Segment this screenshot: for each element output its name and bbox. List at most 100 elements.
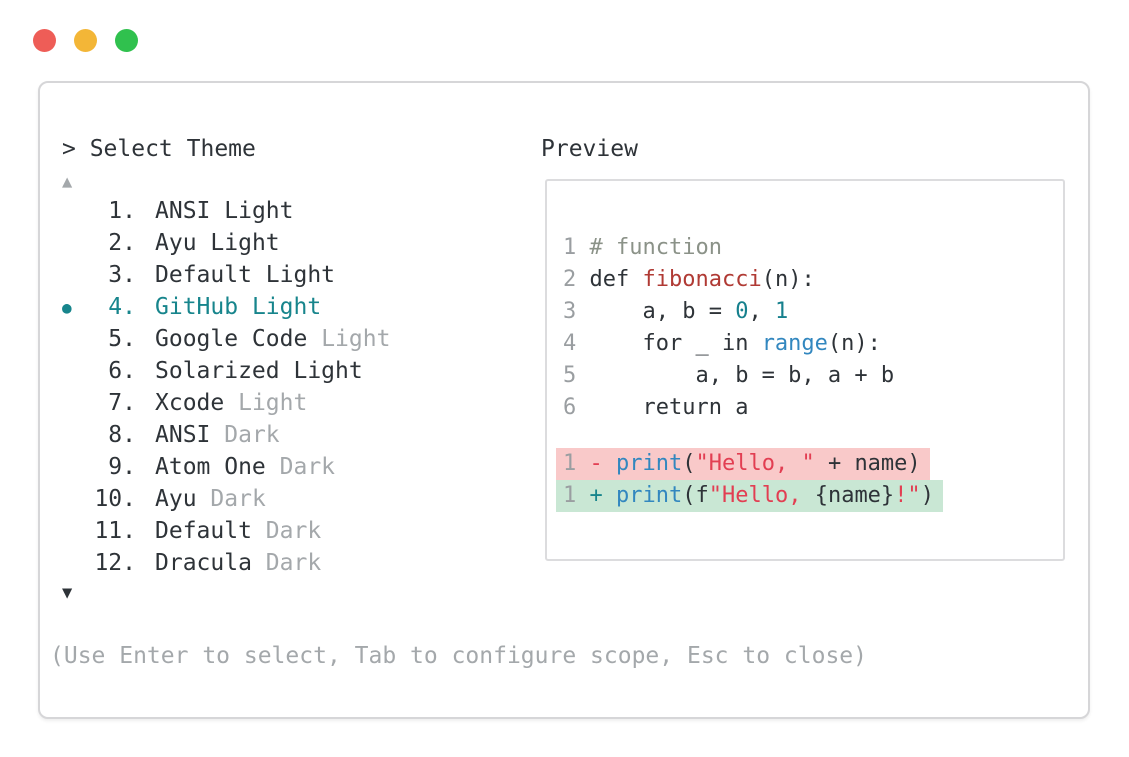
code-token: + name) — [814, 451, 921, 476]
code-token: def — [589, 267, 643, 292]
theme-picker-panel: > Select Theme ▲ 1. ANSI Light 2. Ayu Light… — [38, 81, 1090, 719]
code-token: return a — [589, 395, 749, 420]
code-line: 4 for _ in range(n): — [563, 328, 1063, 360]
minimize-window-button[interactable] — [74, 29, 97, 52]
theme-number: 11. — [94, 518, 136, 544]
theme-name: ANSI — [155, 198, 211, 224]
theme-number: 1. — [108, 198, 136, 224]
theme-label: ANSI Light — [155, 198, 294, 224]
theme-name: GitHub — [155, 294, 239, 320]
theme-label: Dracula Dark — [155, 550, 321, 576]
line-number: 6 — [563, 395, 577, 420]
theme-variant: Dark — [265, 550, 322, 576]
theme-name: Default — [155, 262, 252, 288]
theme-number: 10. — [94, 486, 136, 512]
theme-label: Default Light — [155, 262, 335, 288]
theme-variant: Light — [238, 390, 308, 416]
theme-option-solarized-light[interactable]: 6. Solarized Light — [62, 355, 390, 387]
theme-label: GitHub Light — [155, 294, 321, 320]
code-token: ) — [920, 483, 934, 508]
line-number: 1 — [563, 235, 577, 260]
theme-number: 4. — [108, 294, 136, 320]
code-token: print — [616, 483, 683, 508]
code-line: 3 a, b = 0, 1 — [563, 296, 1063, 328]
code-line: 5 a, b = b, a + b — [563, 360, 1063, 392]
zoom-window-button[interactable] — [115, 29, 138, 52]
theme-option-github-light[interactable]: ● 4. GitHub Light — [62, 291, 390, 323]
theme-variant: Light — [224, 198, 294, 224]
theme-option-dracula-dark[interactable]: 12. Dracula Dark — [62, 547, 390, 579]
code-token: , — [748, 299, 775, 324]
theme-label: ANSI Dark — [155, 422, 280, 448]
code-line: 6 return a — [563, 392, 1063, 424]
theme-label: Google Code Light — [155, 326, 390, 352]
theme-variant: Light — [251, 294, 322, 320]
theme-list: 1. ANSI Light 2. Ayu Light 3. Default Light ● 4… — [62, 195, 390, 579]
code-token: # function — [589, 235, 722, 260]
theme-option-atom-one-dark[interactable]: 9.Atom One Dark — [62, 451, 390, 483]
code-token: ( — [682, 451, 696, 476]
theme-option-ayu-dark[interactable]: 10. Ayu Dark — [62, 483, 390, 515]
theme-name: Ayu — [155, 486, 197, 512]
theme-option-xcode-light[interactable]: 7.Xcode Light — [62, 387, 390, 419]
code-token: (n): — [827, 331, 881, 356]
window-controls — [33, 29, 138, 52]
close-window-button[interactable] — [33, 29, 56, 52]
diff-highlight: 1 - print("Hello, " + name) — [556, 448, 930, 480]
scroll-down-indicator-icon[interactable]: ▼ — [62, 583, 73, 603]
code-token: 1 — [774, 299, 789, 324]
code-token: (n): — [761, 267, 815, 292]
line-number: 2 — [563, 267, 577, 292]
theme-option-default-dark[interactable]: 11. Default Dark — [62, 515, 390, 547]
theme-option-default-light[interactable]: 3. Default Light — [62, 259, 390, 291]
theme-number: 3. — [108, 262, 136, 288]
theme-option-google-code-light[interactable]: 5. Google Code Light — [62, 323, 390, 355]
theme-variant: Light — [321, 326, 391, 352]
code-token: !" — [894, 483, 921, 508]
code-token: print — [616, 451, 683, 476]
theme-label: Xcode Light — [155, 390, 307, 416]
theme-name: Atom One — [155, 454, 266, 480]
code-token: "Hello, — [708, 483, 815, 508]
theme-name: Dracula — [155, 550, 252, 576]
diff-line-removed: 1 - print("Hello, " + name) — [556, 448, 1063, 480]
theme-number: 9. — [108, 454, 136, 480]
theme-label: Default Dark — [155, 518, 321, 544]
theme-variant: Light — [210, 230, 280, 256]
theme-name: Xcode — [155, 390, 225, 416]
theme-label: Solarized Light — [155, 358, 363, 384]
line-number: 1 — [563, 451, 577, 476]
theme-variant: Light — [265, 262, 336, 288]
theme-option-ayu-light[interactable]: 2. Ayu Light — [62, 227, 390, 259]
theme-option-ansi-dark[interactable]: 8.ANSI Dark — [62, 419, 390, 451]
theme-number: 2. — [108, 230, 136, 256]
code-token: a, b = — [589, 299, 736, 324]
preview-label: Preview — [541, 136, 638, 162]
theme-variant: Light — [293, 358, 363, 384]
code-token: "Hello, " — [695, 451, 815, 476]
theme-number: 12. — [94, 550, 136, 576]
code-token: range — [761, 331, 828, 356]
theme-name: ANSI — [155, 422, 211, 448]
diff-line-added: 1 + print(f"Hello, {name}!") — [556, 480, 1063, 512]
code-line: 2 def fibonacci(n): — [563, 264, 1063, 296]
theme-variant: Dark — [210, 486, 266, 512]
theme-option-ansi-light[interactable]: 1. ANSI Light — [62, 195, 390, 227]
theme-variant: Dark — [224, 422, 280, 448]
diff-highlight: 1 + print(f"Hello, {name}!") — [556, 480, 943, 512]
code-token: 0 — [735, 299, 749, 324]
theme-label: Ayu Light — [155, 230, 280, 256]
theme-name: Solarized — [155, 358, 280, 384]
select-theme-prompt: > Select Theme — [62, 136, 256, 162]
code-token: (f — [682, 483, 709, 508]
code-spacer — [563, 424, 1063, 448]
line-number: 3 — [563, 299, 577, 324]
code-token: for _ in — [589, 331, 762, 356]
selected-bullet-icon: ● — [62, 297, 72, 317]
theme-number: 6. — [108, 358, 136, 384]
theme-number: 5. — [108, 326, 136, 352]
code-token: fibonacci — [642, 267, 762, 292]
theme-name: Ayu — [155, 230, 197, 256]
scroll-up-indicator-icon[interactable]: ▲ — [62, 172, 73, 192]
code-token: {name} — [814, 483, 895, 508]
